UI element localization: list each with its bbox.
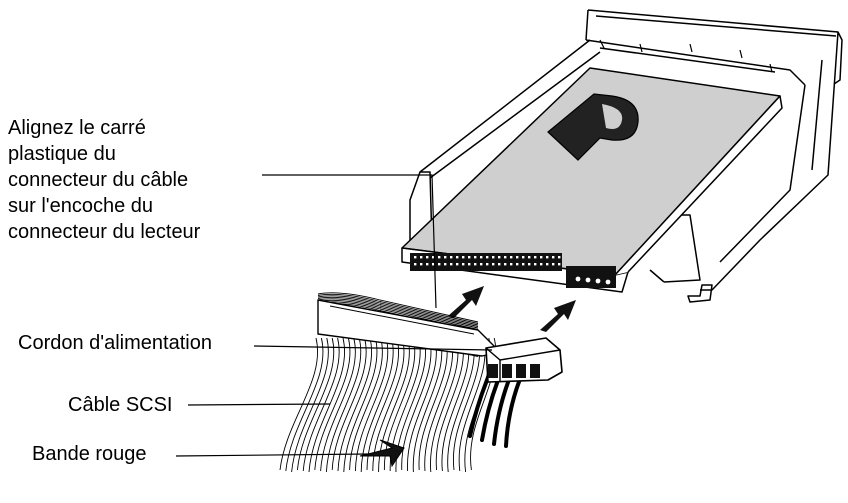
callout-align-connector: Alignez le carré plastique du connecteur… <box>8 115 200 245</box>
drive-tray <box>409 9 843 303</box>
red-stripe-arrow <box>359 439 405 468</box>
leader-stripe <box>175 453 369 457</box>
callout-align-line-3: connecteur du câble <box>8 169 189 191</box>
callout-power-cord: Cordon d'alimentation <box>18 332 212 354</box>
leader-align <box>262 174 437 309</box>
leader-lines <box>175 174 493 457</box>
insert-arrow-scsi <box>448 286 484 318</box>
callout-red-stripe: Bande rouge <box>32 443 147 465</box>
drive-scsi-connector <box>410 253 562 271</box>
leader-scsi <box>187 403 331 406</box>
leader-power <box>253 345 493 351</box>
power-plug <box>485 337 563 383</box>
insert-arrow-power <box>540 300 576 332</box>
callout-align-line-5: connecteur du lecteur <box>8 221 201 243</box>
callout-align-line-1: Alignez le carré <box>8 117 146 139</box>
drive-power-connector <box>566 266 616 288</box>
callout-scsi-cable: Câble SCSI <box>68 394 173 416</box>
callout-align-line-4: sur l'encoche du <box>8 195 154 217</box>
callout-align-line-2: plastique du <box>8 143 116 165</box>
